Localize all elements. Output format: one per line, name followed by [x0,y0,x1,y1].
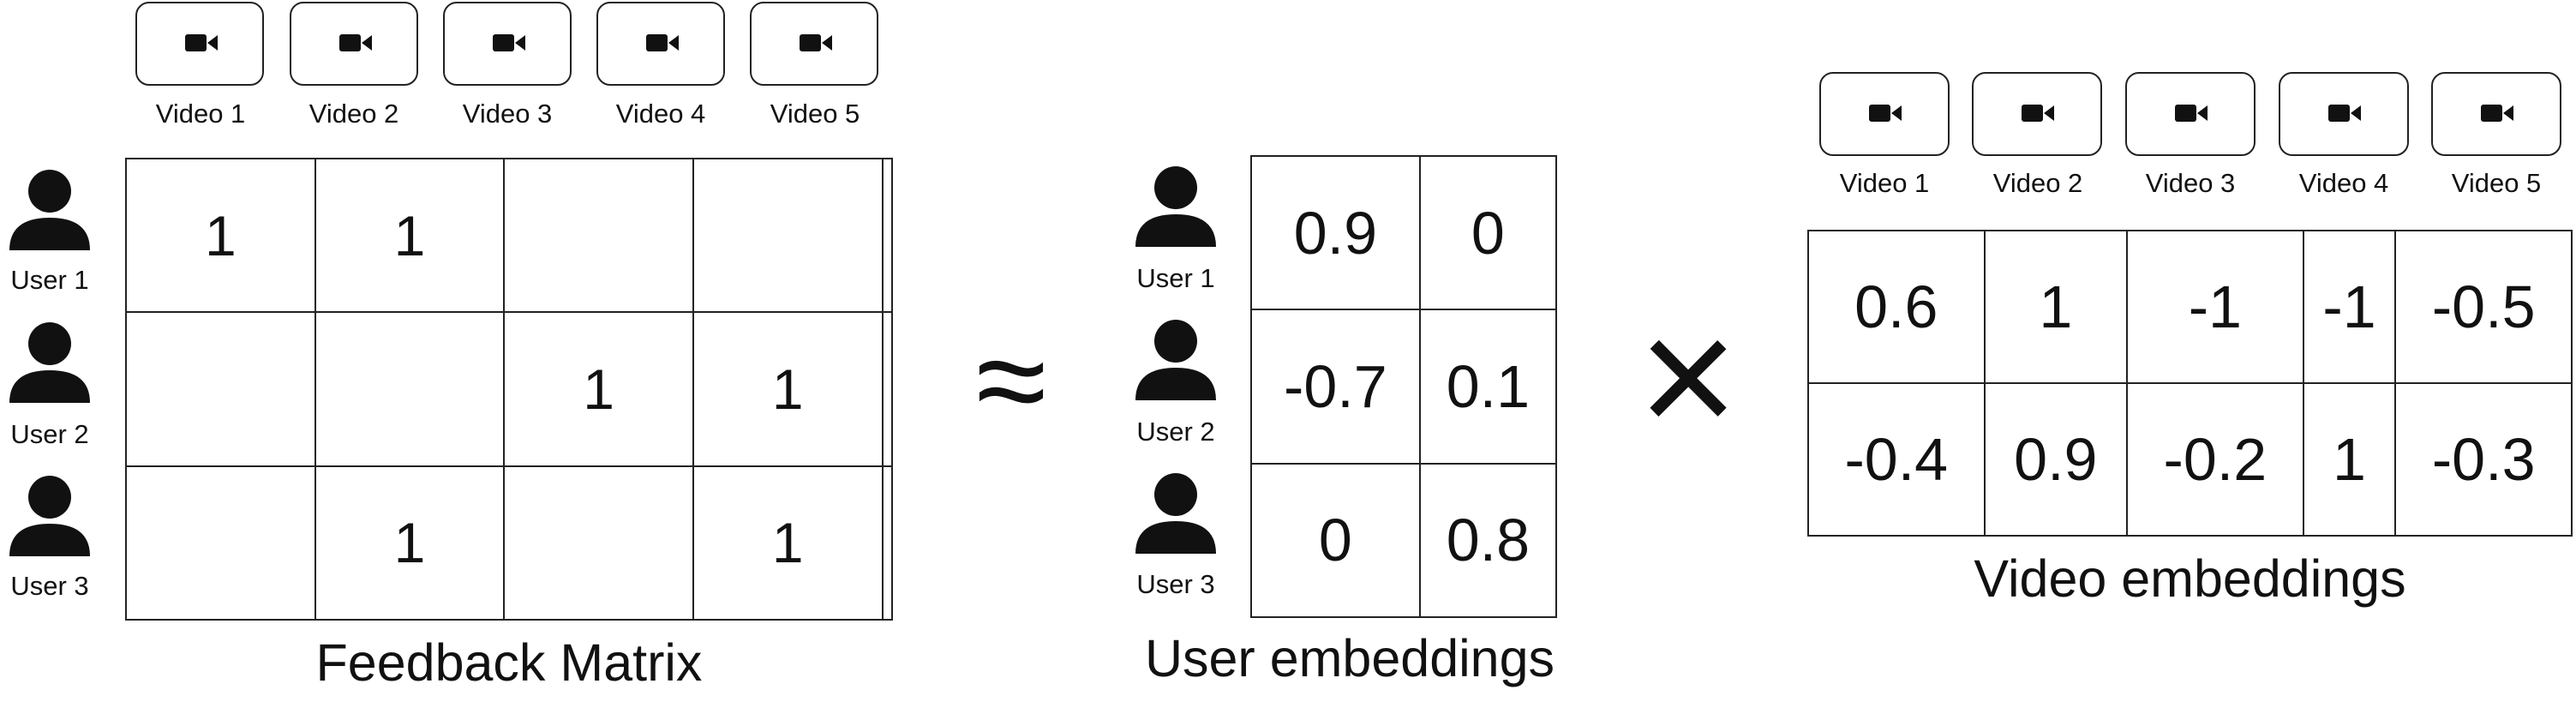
matrix-cell [125,465,316,621]
matrix-cell [881,157,894,314]
approx-operator: ≈ [975,308,1047,452]
times-operator: × [1638,281,1739,472]
video-camera-icon [2328,105,2361,122]
video-3-tile [443,2,572,86]
user-label: User 1 [1136,263,1215,293]
video-label: Video 1 [1839,168,1930,198]
matrix-cell [881,311,894,467]
matrix-cell: -1 [2302,230,2397,384]
matrix-cell: 1 [1983,230,2129,384]
matrix-cell [692,157,884,314]
matrix-cell [125,311,316,467]
video-label: Video 4 [2298,168,2389,198]
matrix-cell: 1 [503,311,694,467]
video-camera-icon [800,34,832,51]
video-camera-icon [1869,105,1902,122]
user-person-icon [9,170,90,250]
user-person-icon [1135,320,1216,400]
user-person-icon [1135,166,1216,247]
user-label: User 2 [1136,417,1215,447]
video-5-tile [750,2,878,86]
matrix-cell [314,311,506,467]
video-1-tile [135,2,264,86]
video-4-tile [596,2,725,86]
video-label: Video 5 [2451,168,2542,198]
user-person-icon [9,322,90,403]
matrix-cell: 1 [2302,382,2397,537]
matrix-cell: 0.8 [1418,462,1558,619]
video-label: Video 1 [155,99,246,129]
user-label: User 2 [10,419,89,449]
user-person-icon [1135,473,1216,554]
matrix-cell: 1 [314,157,506,314]
video-camera-icon [2481,105,2513,122]
matrix-cell: -0.3 [2394,382,2573,537]
matrix-cell: 0 [1418,154,1558,311]
video-2-tile [290,2,418,86]
matrix-row: -0.7 0.1 [1250,309,1558,465]
user-label: User 3 [10,571,89,601]
matrix-row: 1 1 [125,311,894,467]
matrix-cell: 0.1 [1418,309,1558,465]
matrix-row: 1 1 [125,157,894,314]
video-camera-icon [2022,105,2054,122]
matrix-cell [503,465,694,621]
video-camera-icon [2175,105,2208,122]
matrix-cell: -0.4 [1807,382,1986,537]
video-camera-icon [646,34,679,51]
matrix-cell: 1 [692,465,884,621]
matrix-cell: 0.9 [1983,382,2129,537]
video-4-tile [2279,72,2409,156]
matrix-row: 0.9 0 [1250,154,1558,311]
video-camera-icon [339,34,372,51]
user-label: User 3 [1136,569,1215,599]
video-camera-icon [493,34,525,51]
matrix-cell: 1 [692,311,884,467]
video-label: Video 2 [1992,168,2083,198]
video-5-tile [2431,72,2561,156]
feedback-matrix-title: Feedback Matrix [315,633,703,692]
video-1-tile [1819,72,1950,156]
matrix-cell: -0.5 [2394,230,2573,384]
matrix-cell: -0.7 [1250,309,1421,465]
video-3-tile [2125,72,2255,156]
matrix-cell: 1 [125,157,316,314]
matrix-row: 0 0.8 [1250,462,1558,619]
video-embeddings-matrix: 0.6 1 -1 -1 -0.5 -0.4 0.9 -0.2 1 -0.3 [1807,230,2573,537]
user-label: User 1 [10,265,89,295]
matrix-cell: 0.6 [1807,230,1986,384]
video-camera-icon [185,34,218,51]
video-label: Video 3 [462,99,553,129]
video-embeddings-title: Video embeddings [1974,549,2406,608]
matrix-cell: 0.9 [1250,154,1421,311]
matrix-row: -0.4 0.9 -0.2 1 -0.3 [1807,382,2573,537]
video-label: Video 2 [309,99,399,129]
video-label: Video 3 [2145,168,2236,198]
matrix-cell: -1 [2126,230,2304,384]
user-person-icon [9,476,90,556]
matrix-cell: -0.2 [2126,382,2304,537]
user-embeddings-title: User embeddings [1144,629,1555,687]
video-label: Video 4 [615,99,706,129]
user-embeddings-matrix: 0.9 0 -0.7 0.1 0 0.8 [1250,154,1558,619]
matrix-row: 0.6 1 -1 -1 -0.5 [1807,230,2573,384]
video-label: Video 5 [770,99,860,129]
matrix-cell [881,465,894,621]
matrix-cell [503,157,694,314]
matrix-cell: 1 [314,465,506,621]
matrix-cell: 0 [1250,462,1421,619]
feedback-matrix: 1 1 1 1 1 1 [125,157,894,621]
matrix-row: 1 1 [125,465,894,621]
video-2-tile [1972,72,2102,156]
